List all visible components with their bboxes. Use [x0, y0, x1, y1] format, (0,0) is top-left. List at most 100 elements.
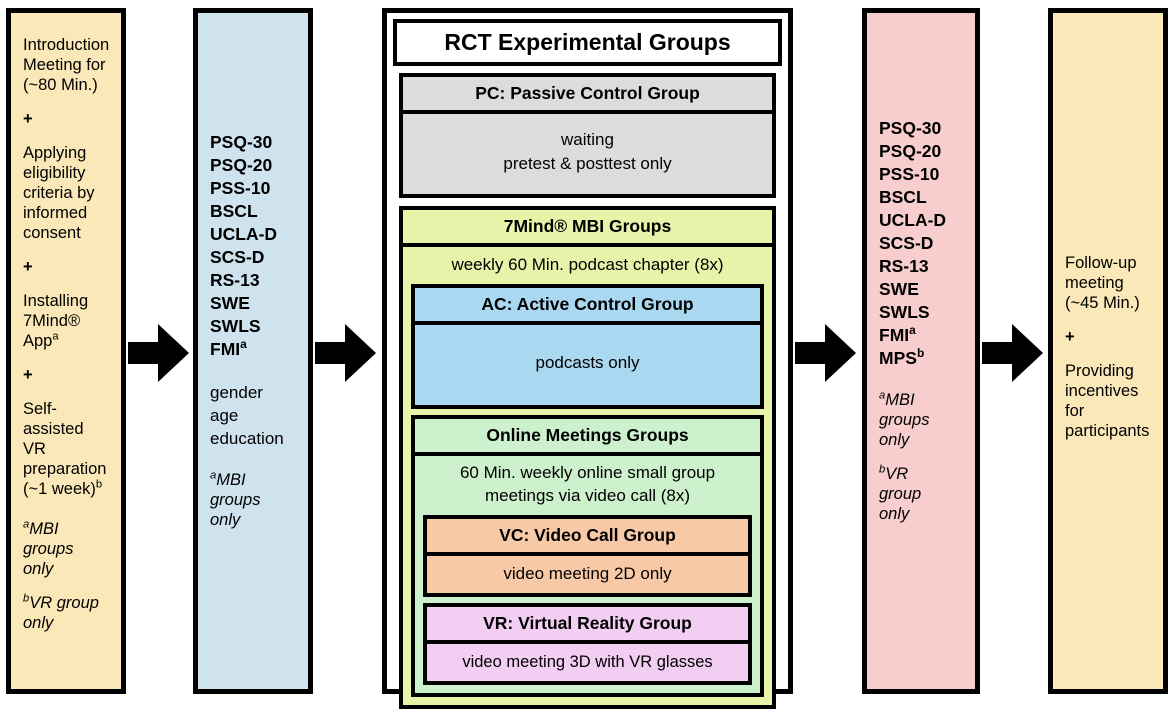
pretest-scale-item: PSQ-20 — [210, 155, 273, 175]
intro-footnote-b-line-2: only — [23, 614, 54, 632]
pc-group-header: PC: Passive Control Group — [403, 77, 772, 114]
intro-footnote-b-marker: b — [23, 592, 30, 605]
vc-group-header: VC: Video Call Group — [427, 519, 748, 556]
posttest-scale-item-mps: MPSb — [879, 347, 965, 370]
intro-plus-3: + — [23, 366, 33, 384]
posttest-scale-item: SWE — [879, 279, 919, 299]
posttest-footnote-b-line-3: only — [879, 505, 910, 523]
pretest-scale-item: SWLS — [210, 316, 261, 336]
eligibility-line-5: consent — [23, 224, 81, 242]
group-video-call: VC: Video Call Group video meeting 2D on… — [423, 515, 752, 597]
pretest-fmi-footnote-marker: a — [240, 337, 247, 352]
followup-content: Follow-up meeting (~45 Min.) + Providing… — [1053, 13, 1163, 689]
pretest-spacer-1 — [210, 361, 298, 381]
pc-body-line-1: waiting — [561, 130, 614, 149]
om-caption-line-2: meetings via video call (8x) — [484, 486, 691, 505]
om-group-caption: 60 Min. weekly online small group meetin… — [415, 456, 760, 509]
intro-spacer-1 — [23, 499, 111, 519]
pretest-spacer-2 — [210, 450, 298, 470]
pretest-scale-item: PSS-10 — [210, 178, 271, 198]
arrow-pretest-to-rct — [315, 322, 377, 384]
posttest-footnote-b-marker: b — [879, 463, 886, 476]
posttest-scale-item: PSS-10 — [879, 164, 940, 184]
intro-footnote-a-line-3: only — [23, 560, 54, 578]
vr-prep-line-3: VR — [23, 440, 46, 458]
pretest-fmi-label: FMI — [210, 339, 241, 359]
posttest-fmi-footnote-marker: a — [909, 323, 916, 338]
posttest-footnote-a-marker: a — [879, 389, 886, 402]
arrow-rct-to-posttest — [795, 322, 857, 384]
vr-prep-line-1: Self- — [23, 400, 57, 418]
group-passive-control: PC: Passive Control Group waiting pretes… — [399, 73, 776, 198]
vr-prep-line-2: assisted — [23, 420, 84, 438]
posttest-footnote-a-line-1: aMBI — [879, 390, 965, 410]
posttest-mps-footnote-marker: b — [916, 346, 925, 361]
installing-footnote-marker: a — [52, 330, 59, 343]
group-online-meetings: Online Meetings Groups 60 Min. weekly on… — [411, 415, 764, 697]
posttest-spacer-1 — [879, 370, 965, 390]
stage-introduction-meeting: Introduction Meeting for (~80 Min.) + Ap… — [6, 8, 126, 694]
intro-line-3: (~80 Min.) — [23, 76, 98, 94]
incentives-line-2: incentives — [1065, 382, 1139, 400]
pretest-footnote-a-text-1: MBI — [216, 471, 246, 489]
followup-plus: + — [1065, 328, 1075, 346]
intro-footnote-a-marker: a — [23, 518, 30, 531]
posttest-footnote-b-line-1: bVR — [879, 464, 965, 484]
followup-line-1: Follow-up — [1065, 254, 1137, 272]
intro-plus-2: + — [23, 258, 33, 276]
stage-posttest-measures: PSQ-30 PSQ-20 PSS-10 BSCL UCLA-D SCS-D R… — [862, 8, 980, 694]
posttest-content: PSQ-30 PSQ-20 PSS-10 BSCL UCLA-D SCS-D R… — [867, 13, 975, 689]
posttest-scale-item: PSQ-30 — [879, 118, 942, 138]
intro-vr-prep-block: Self- assisted VR preparation (~1 week)b — [23, 399, 111, 499]
arrow-posttest-to-followup — [982, 322, 1044, 384]
mbi-group-header: 7Mind® MBI Groups — [403, 210, 772, 247]
intro-installing-block: Installing 7Mind® Appa — [23, 291, 111, 351]
posttest-footnote-a: aMBI groups only — [879, 390, 965, 450]
intro-meeting-block: Introduction Meeting for (~80 Min.) — [23, 35, 111, 95]
vr-prep-duration: (~1 week) — [23, 480, 96, 498]
installing-line-1: Installing — [23, 292, 89, 310]
intro-footnote-a-line-1: aMBI — [23, 519, 111, 539]
followup-incentives-block: Providing incentives for participants — [1065, 361, 1153, 441]
arrow-intro-to-pretest — [128, 322, 190, 384]
posttest-scale-item: SWLS — [879, 302, 930, 322]
pretest-scale-item-fmi: FMIa — [210, 338, 298, 361]
pretest-scale-item: RS-13 — [210, 270, 260, 290]
intro-plus-1: + — [23, 110, 33, 128]
ac-group-body: podcasts only — [415, 325, 760, 405]
mbi-group-caption: weekly 60 Min. podcast chapter (8x) — [451, 255, 724, 274]
followup-meeting-block: Follow-up meeting (~45 Min.) — [1065, 253, 1153, 313]
pretest-demographic-item: education — [210, 429, 284, 448]
eligibility-line-1: Applying — [23, 144, 87, 162]
pretest-scale-item: UCLA-D — [210, 224, 278, 244]
posttest-footnote-a-text-1: MBI — [885, 391, 915, 409]
posttest-footnote-a-line-3: only — [879, 431, 910, 449]
installing-line-3: Appa — [23, 331, 111, 351]
posttest-mps-label: MPS — [879, 348, 917, 368]
group-active-control: AC: Active Control Group podcasts only — [411, 284, 764, 409]
vr-prep-footnote-marker: b — [95, 478, 103, 491]
posttest-footnote-b-text-1: VR — [885, 465, 909, 483]
posttest-scale-item: UCLA-D — [879, 210, 947, 230]
rct-experimental-groups-panel: RCT Experimental Groups PC: Passive Cont… — [382, 8, 793, 709]
followup-line-2: meeting — [1065, 274, 1124, 292]
pretest-footnote-a-line-1: aMBI — [210, 470, 298, 490]
posttest-scale-item: BSCL — [879, 187, 927, 207]
posttest-footnote-a-line-2: groups — [879, 411, 930, 429]
pretest-footnote-a-line-2: groups — [210, 491, 261, 509]
panel-title: RCT Experimental Groups — [393, 19, 782, 66]
intro-line-2: Meeting for — [23, 56, 106, 74]
ac-group-header: AC: Active Control Group — [415, 288, 760, 325]
rct-groups-container: PC: Passive Control Group waiting pretes… — [393, 73, 782, 709]
om-group-header: Online Meetings Groups — [415, 419, 760, 456]
posttest-footnote-b: bVR group only — [879, 464, 965, 524]
posttest-scale-item-fmi: FMIa — [879, 324, 965, 347]
vr-prep-line-5: (~1 week)b — [23, 479, 111, 499]
intro-footnote-b-text-1: VR group — [29, 594, 99, 612]
vr-group-body: video meeting 3D with VR glasses — [427, 644, 748, 681]
om-caption-line-1: 60 Min. weekly online small group — [459, 463, 716, 482]
pretest-demographic-item: age — [210, 406, 239, 425]
posttest-footnote-b-line-2: group — [879, 485, 922, 503]
introduction-content: Introduction Meeting for (~80 Min.) + Ap… — [11, 13, 121, 689]
